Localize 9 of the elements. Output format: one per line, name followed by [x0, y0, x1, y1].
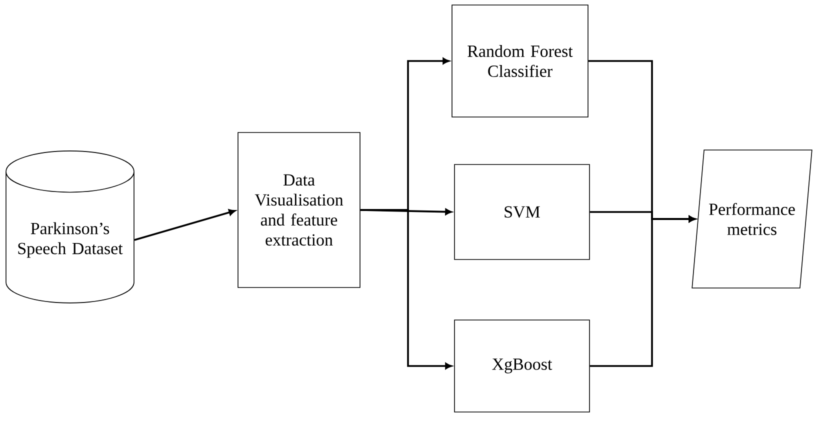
process-box: Random Forest Classifier: [452, 4, 588, 118]
process-box: XgBoost: [454, 320, 590, 412]
arrow: [360, 209, 452, 370]
process-box: SVM: [454, 164, 590, 260]
arrow: [134, 209, 236, 241]
dataset-cylinder: Parkinson’s Speech Dataset: [6, 150, 134, 304]
arrow: [590, 216, 696, 367]
process-box: Data Visualisation and feature extraction: [238, 132, 360, 288]
output-parallelogram: Performance metrics: [692, 150, 812, 288]
